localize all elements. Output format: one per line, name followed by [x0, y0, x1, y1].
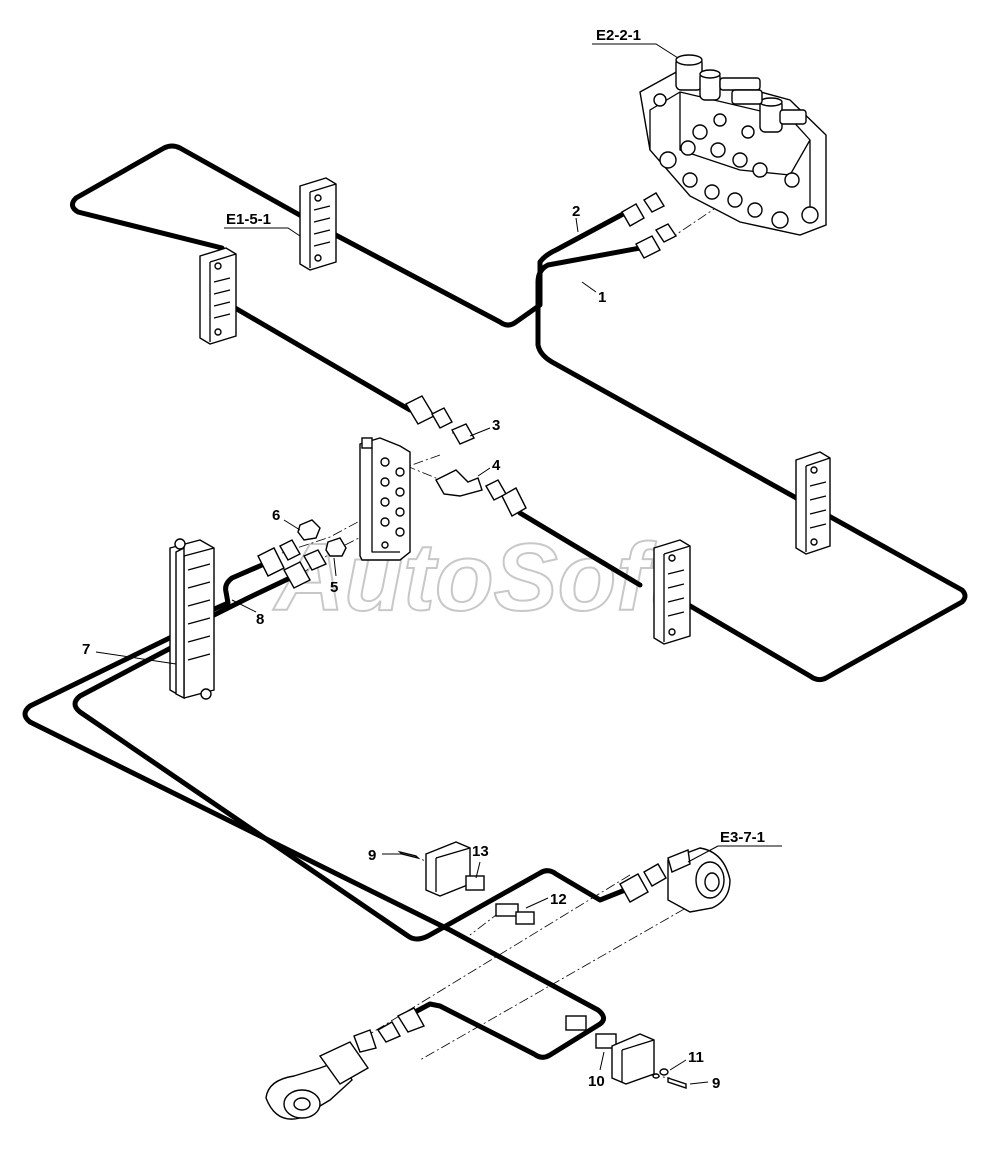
label-part-1: 1	[598, 289, 606, 306]
nut-6	[297, 519, 321, 541]
label-part-11: 11	[688, 1049, 704, 1066]
clamp-set-upper	[397, 841, 535, 925]
label-part-3: 3	[492, 417, 500, 434]
label-part-10: 10	[588, 1073, 605, 1090]
hose-7	[22, 627, 606, 1060]
hose-8	[209, 562, 265, 613]
label-part-13: 13	[472, 843, 489, 860]
hose-4-right	[517, 510, 643, 588]
clamp-block-e1-5-1	[299, 177, 337, 271]
label-part-12: 12	[550, 891, 567, 908]
bolt-9	[397, 850, 421, 860]
label-part-2: 2	[572, 203, 580, 220]
assembly-center-lines	[281, 204, 721, 1079]
fittings-center	[257, 395, 527, 589]
label-part-4: 4	[492, 457, 501, 474]
clamp-13	[465, 875, 485, 891]
label-e3-7-1: E3-7-1	[720, 829, 765, 846]
nut-5	[325, 537, 347, 557]
clamp-12b	[515, 911, 535, 925]
bolt-9b	[667, 1077, 687, 1089]
clamp-12a	[495, 903, 519, 917]
label-part-8: 8	[256, 611, 264, 628]
label-e2-2-1: E2-2-1	[596, 27, 641, 44]
clamp-block-right-upper	[795, 451, 831, 555]
label-part-6: 6	[272, 507, 280, 524]
label-part-9-upper: 9	[368, 847, 376, 864]
washer-11	[659, 1068, 669, 1076]
fitting-3	[451, 423, 475, 445]
leader-lines	[95, 43, 782, 1085]
valve-ports	[653, 93, 819, 229]
hose-middle	[215, 295, 413, 413]
mounting-bracket	[359, 437, 411, 561]
labels: E2-2-1 E1-5-1 E3-7-1 1 2 3 4 5 6 7 8 9 9…	[82, 27, 765, 1092]
clamp-block-right-lower	[653, 539, 691, 645]
clamp-10	[595, 1033, 617, 1049]
clamp-block-large-left	[169, 538, 215, 700]
clamp-block-left	[199, 247, 237, 345]
valve-caps	[675, 54, 807, 133]
hose-upper-loop	[327, 210, 628, 328]
valve-hose-fittings	[621, 192, 678, 259]
label-part-5: 5	[330, 579, 338, 596]
label-e1-5-1: E1-5-1	[226, 211, 271, 228]
label-part-9-lower: 9	[712, 1075, 720, 1092]
fitting-4	[435, 469, 483, 497]
clamp-set-lower	[565, 1015, 687, 1089]
hydraulic-cylinder	[265, 847, 731, 1120]
control-valve	[639, 54, 827, 236]
label-underlines	[226, 43, 654, 229]
label-part-7: 7	[82, 641, 90, 658]
